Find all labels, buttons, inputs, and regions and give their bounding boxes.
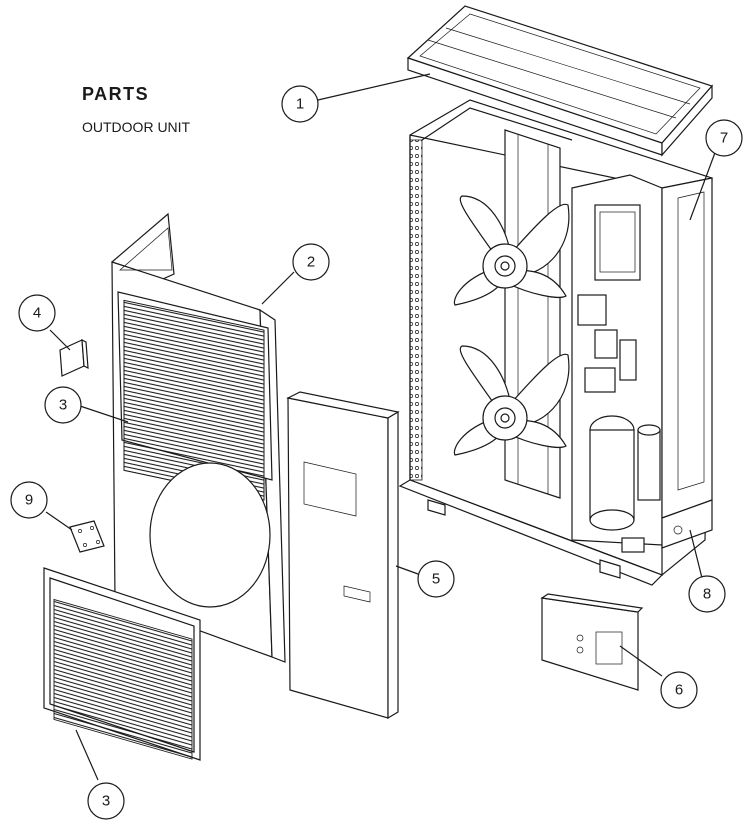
svg-text:7: 7 xyxy=(720,130,728,147)
svg-text:3: 3 xyxy=(102,793,110,810)
callout-2: 2 xyxy=(292,243,330,281)
callout-4: 4 xyxy=(18,294,56,332)
lower-cover-part xyxy=(540,593,644,691)
callout-7: 7 xyxy=(705,119,743,157)
front-grille-part xyxy=(43,567,201,761)
svg-text:2: 2 xyxy=(307,254,315,271)
svg-text:8: 8 xyxy=(703,586,711,603)
lower-fan xyxy=(453,345,570,456)
svg-text:4: 4 xyxy=(33,305,41,322)
electrical-compartment xyxy=(571,174,663,553)
svg-text:9: 9 xyxy=(25,492,33,509)
svg-text:3: 3 xyxy=(59,397,67,414)
callout-5: 5 xyxy=(417,560,455,598)
front-panel-part xyxy=(111,212,286,663)
corner-panel-part xyxy=(661,499,713,549)
service-panel-part xyxy=(286,391,400,720)
svg-text:5: 5 xyxy=(432,571,440,588)
upper-fan xyxy=(453,195,570,306)
side-panel-part xyxy=(661,177,713,519)
svg-text:1: 1 xyxy=(296,96,304,113)
callout-8: 8 xyxy=(688,575,726,613)
callout-3-lower: 3 xyxy=(87,782,125,820)
small-cover-part xyxy=(59,338,89,377)
callout-6: 6 xyxy=(660,671,698,709)
small-plate-part xyxy=(69,520,105,553)
leader-lines xyxy=(45,73,717,781)
top-cover-part xyxy=(406,5,714,157)
callout-9: 9 xyxy=(10,481,48,519)
page-subtitle: OUTDOOR UNIT xyxy=(82,119,191,135)
page-title: PARTS xyxy=(82,84,150,104)
callout-3-upper: 3 xyxy=(44,386,82,424)
callout-1: 1 xyxy=(281,85,319,123)
svg-text:6: 6 xyxy=(675,682,683,699)
